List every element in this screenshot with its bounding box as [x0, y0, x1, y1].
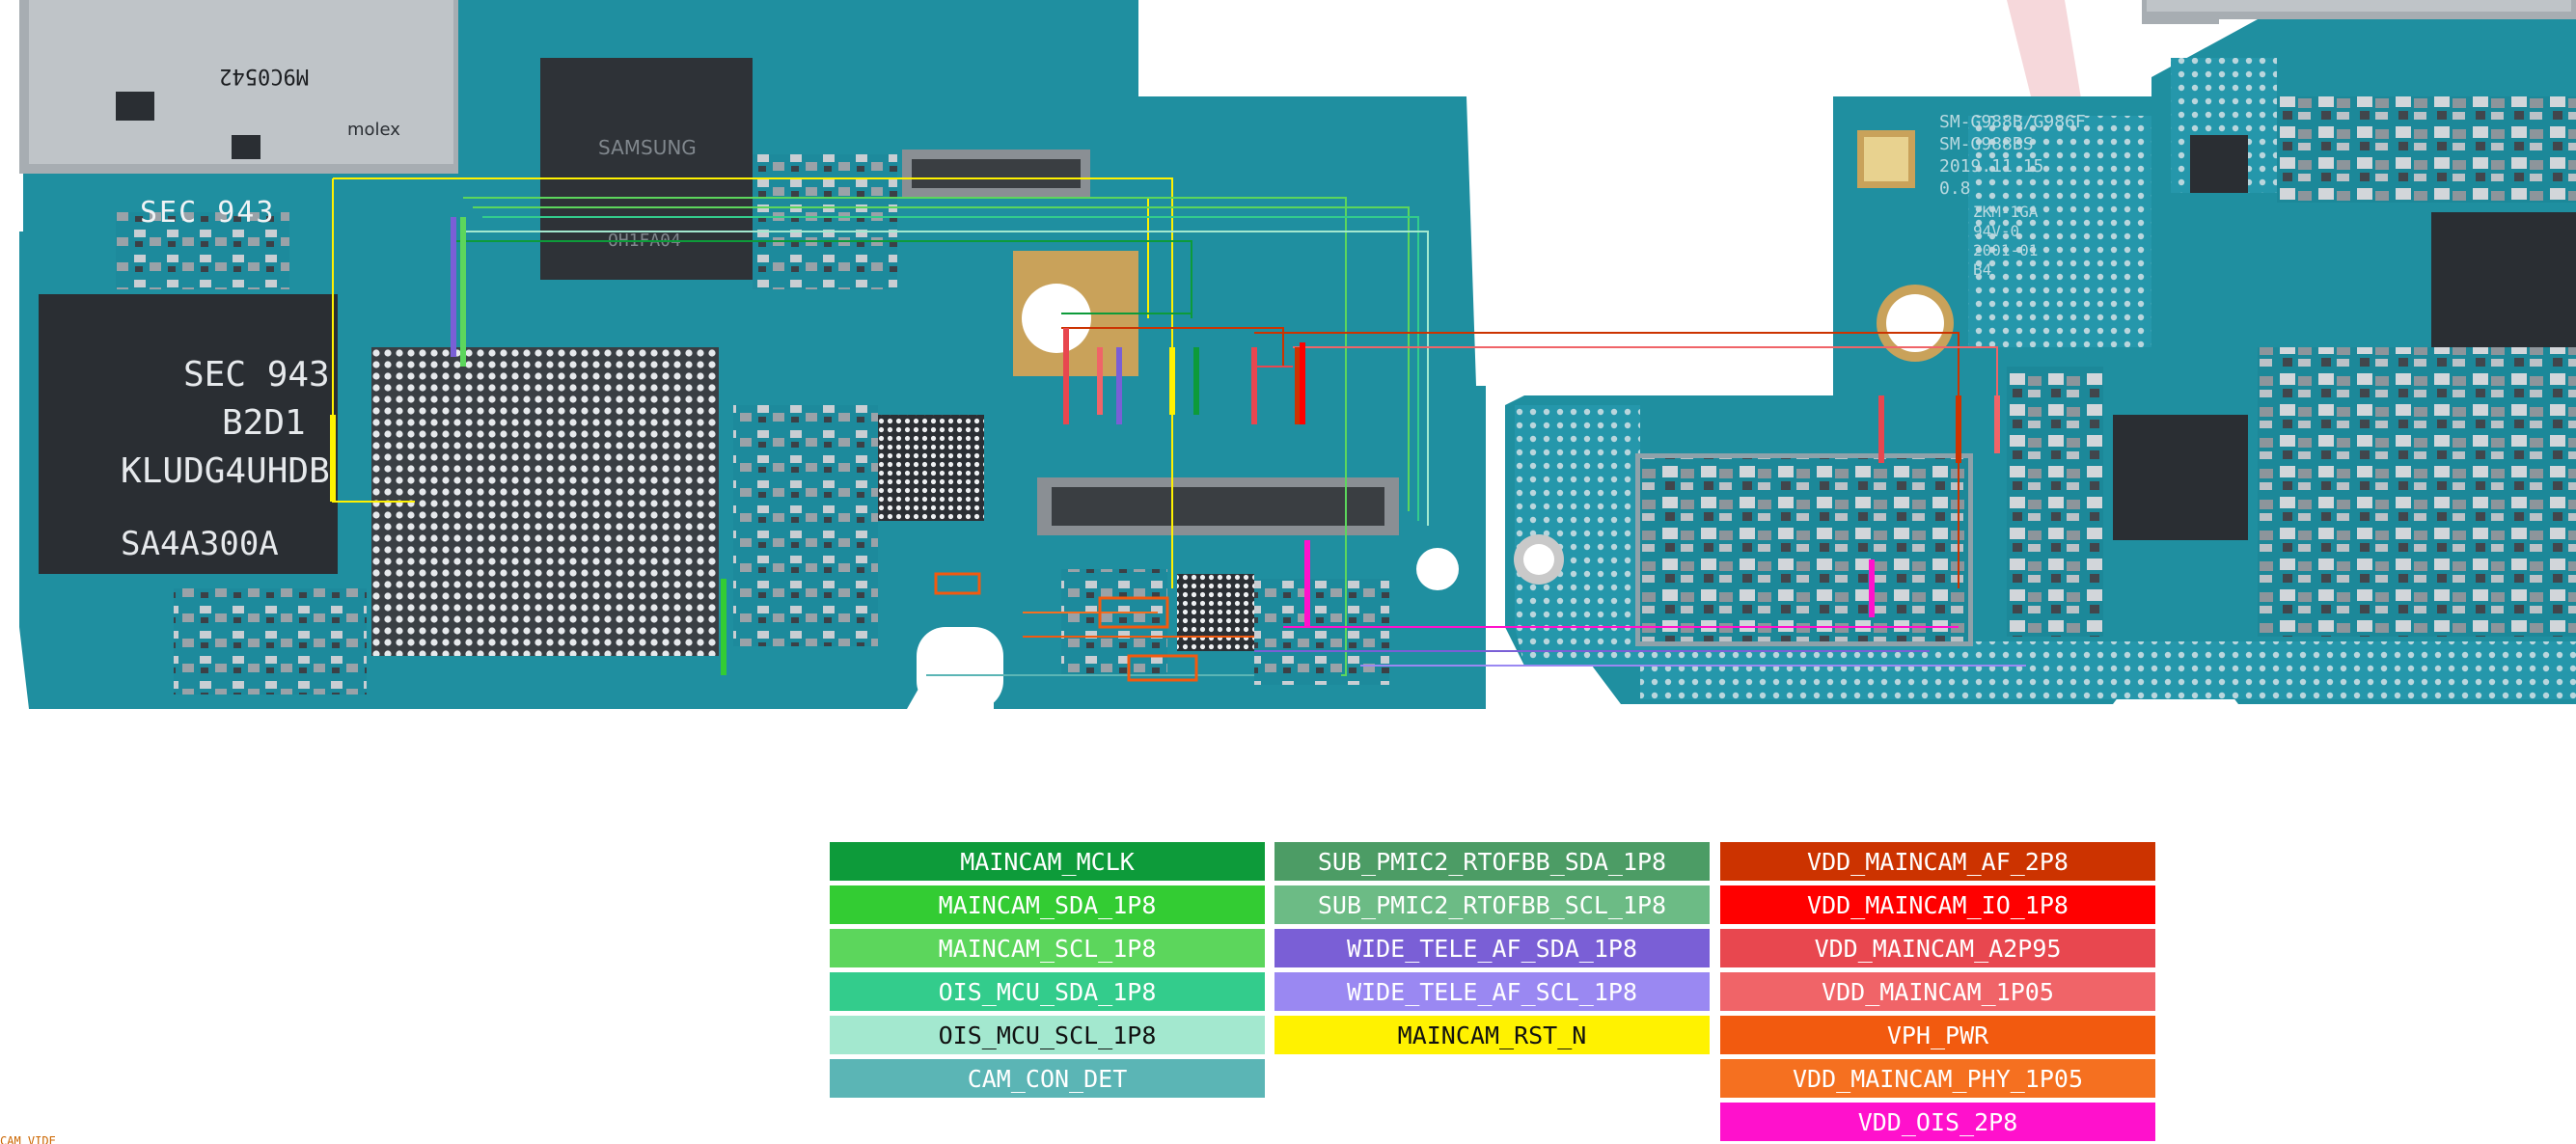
legend-item-ois-mcu-sda-1p8: OIS_MCU_SDA_1P8 — [830, 972, 1265, 1011]
legend-item-wide-tele-af-scl-1p8: WIDE_TELE_AF_SCL_1P8 — [1274, 972, 1710, 1011]
legend-item-cam-con-det: CAM_CON_DET — [830, 1059, 1265, 1098]
legend-item-vdd-maincam-1p05: VDD_MAINCAM_1P05 — [1720, 972, 2155, 1011]
legend-item-vdd-maincam-af-2p8: VDD_MAINCAM_AF_2P8 — [1720, 842, 2155, 881]
ufs-label-1: SEC 943 — [140, 196, 275, 230]
signal-ticks — [330, 217, 2000, 675]
ufs-label-4: KLUDG4UHDB — [121, 451, 330, 491]
legend-item-maincam-mclk: MAINCAM_MCLK — [830, 842, 1265, 881]
fr4-label-2: 94V-0 — [1973, 222, 2019, 240]
legend-item-wide-tele-af-sda-1p8: WIDE_TELE_AF_SDA_1P8 — [1274, 929, 1710, 967]
sim-brand-label: molex — [347, 120, 400, 140]
legend-item-sub-pmic2-rtofbb-sda-1p8: SUB_PMIC2_RTOFBB_SDA_1P8 — [1274, 842, 1710, 881]
model-label-3: 2019.11.15 — [1939, 156, 2043, 177]
ufs-label-3: B2D1 — [222, 403, 306, 443]
model-label-4: 0.8 — [1939, 178, 1971, 199]
legend-item-maincam-sda-1p8: MAINCAM_SDA_1P8 — [830, 885, 1265, 924]
samsung-chip-label: SAMSUNG — [598, 136, 697, 159]
model-label-1: SM-G988B/G986F — [1939, 112, 2086, 132]
orange-markers — [934, 572, 1198, 682]
legend-item-vdd-maincam-io-1p8: VDD_MAINCAM_IO_1P8 — [1720, 885, 2155, 924]
model-label-2: SM-G988BS — [1939, 134, 2034, 154]
legend-item-ois-mcu-scl-1p8: OIS_MCU_SCL_1P8 — [830, 1016, 1265, 1054]
legend-item-vdd-maincam-a2p95: VDD_MAINCAM_A2P95 — [1720, 929, 2155, 967]
fr4-label-4: B4 — [1973, 260, 1991, 279]
footer-caption: CAM_VIDE — [0, 1134, 56, 1144]
pcb-board-drawing: SEC 943 SEC 943 B2D1 KLUDG4UHDB SA4A300A… — [19, 0, 2576, 709]
fr4-label-1: ZKM-1GA — [1973, 203, 2039, 221]
legend-item-sub-pmic2-rtofbb-scl-1p8: SUB_PMIC2_RTOFBB_SCL_1P8 — [1274, 885, 1710, 924]
legend-item-vdd-ois-2p8: VDD_OIS_2P8 — [1720, 1103, 2155, 1141]
legend-item-vdd-maincam-phy-1p05: VDD_MAINCAM_PHY_1P05 — [1720, 1059, 2155, 1098]
sim-code-label: M9C0542 — [219, 64, 309, 88]
ufs-label-2: SEC 943 — [183, 355, 330, 395]
legend-item-vph-pwr: VPH_PWR — [1720, 1016, 2155, 1054]
legend-item-maincam-rst-n: MAINCAM_RST_N — [1274, 1016, 1710, 1054]
ufs-label-5: SA4A300A — [121, 525, 279, 563]
legend-item-maincam-scl-1p8: MAINCAM_SCL_1P8 — [830, 929, 1265, 967]
fr4-label-3: 2001-01 — [1973, 241, 2038, 259]
pcb-board-photo: SEC 943 SEC 943 B2D1 KLUDG4UHDB SA4A300A… — [19, 0, 2576, 709]
